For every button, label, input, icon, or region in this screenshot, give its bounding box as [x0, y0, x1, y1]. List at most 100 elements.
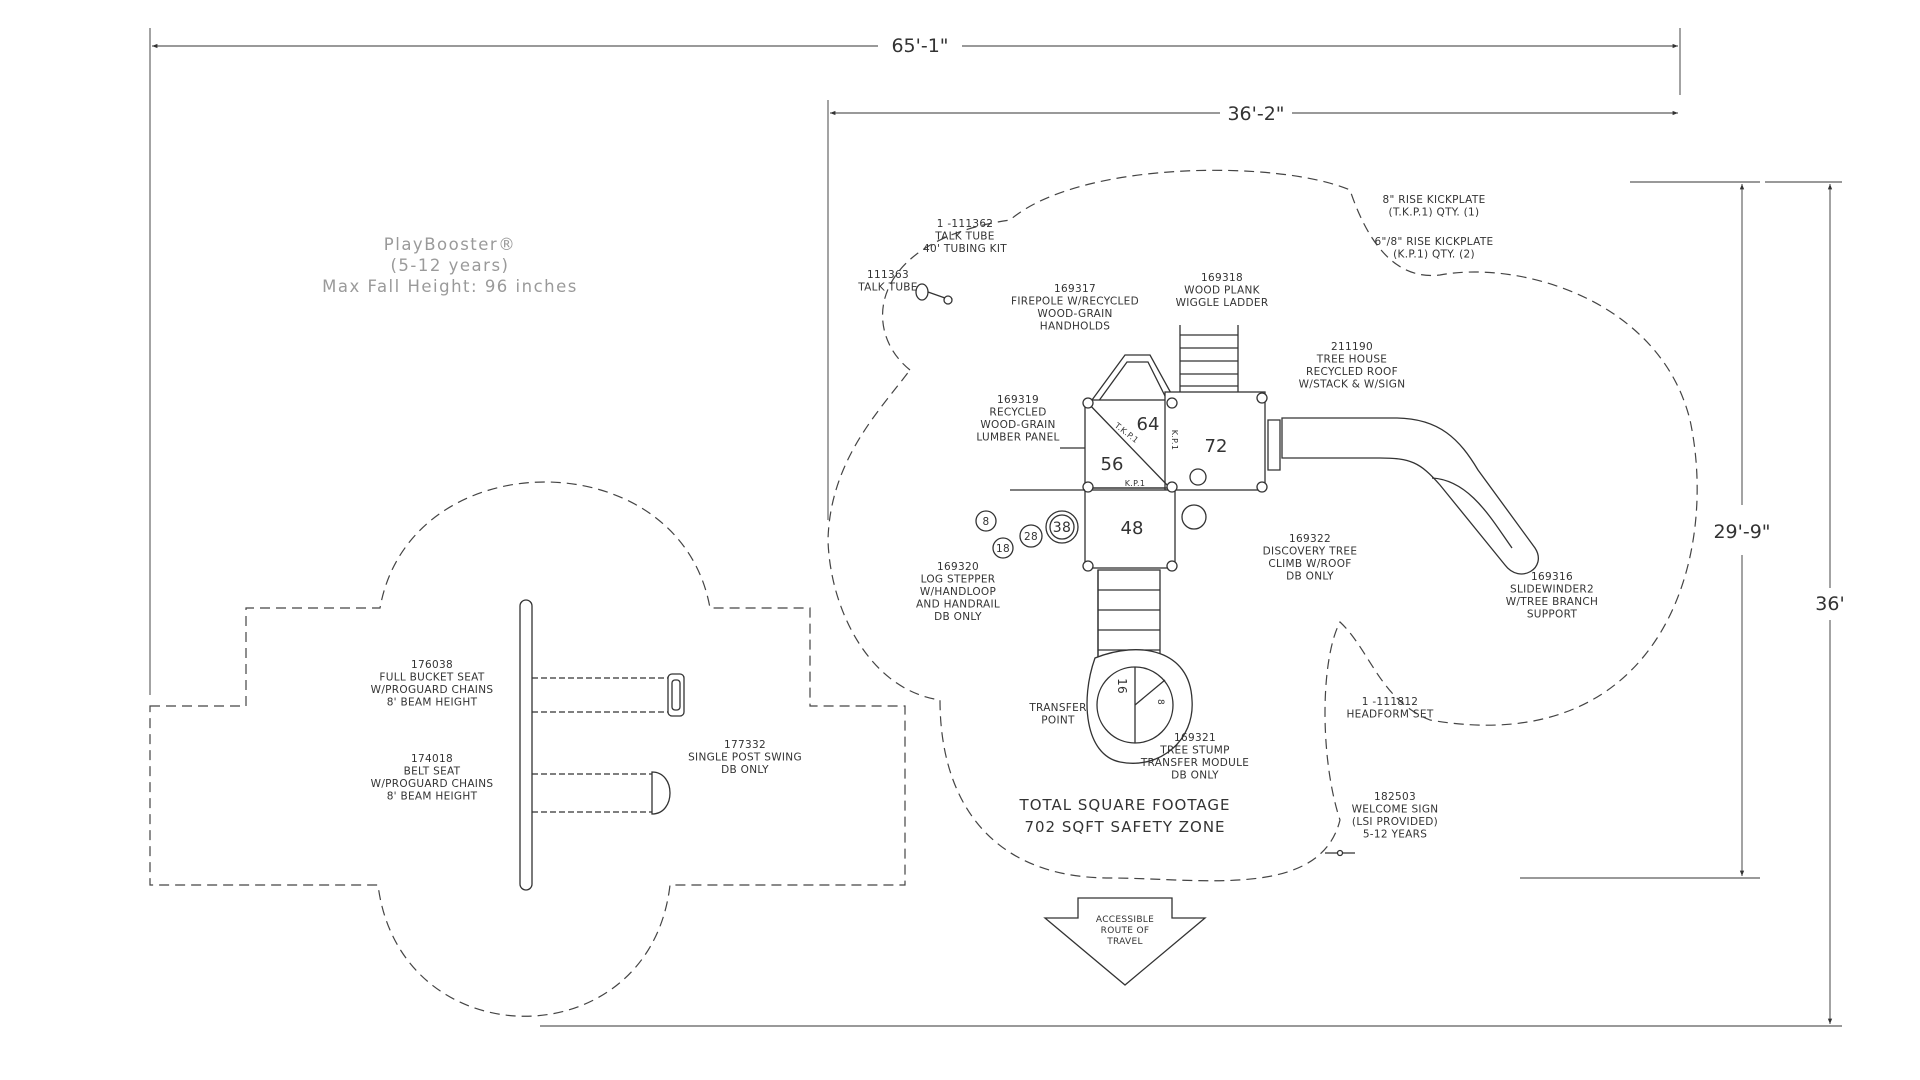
callout-line: TREE HOUSE [1316, 354, 1387, 366]
callout-line: 182503 [1374, 791, 1416, 803]
callout-line: HEADFORM SET [1346, 709, 1433, 721]
stump-8-label: 8 [1155, 699, 1165, 705]
callout-kickplate-6-8: 6"/8" RISE KICKPLATE(K.P.1) QTY. (2) [1375, 236, 1494, 261]
callout-line: W/PROGUARD CHAINS [371, 778, 494, 790]
transfer-steps [1097, 569, 1161, 666]
callout-line: (T.K.P.1) QTY. (1) [1389, 207, 1480, 219]
callout-line: HANDHOLDS [1040, 321, 1111, 333]
callout-line: DB ONLY [721, 764, 769, 776]
structure-depth-label: 29'-9" [1713, 521, 1770, 543]
total-square-footage: TOTAL SQUARE FOOTAGE [1019, 796, 1231, 814]
callout-line: 1 -111362 [937, 218, 994, 230]
single-post-swing [519, 599, 685, 891]
dimension-overall-depth: 36' [540, 181, 1845, 1027]
callout-line: W/STACK & W/SIGN [1299, 379, 1406, 391]
callout-line: 169316 [1531, 571, 1573, 583]
kickplate-label-side: K.P.1 [1170, 430, 1179, 451]
callout-line: FULL BUCKET SEAT [379, 672, 484, 684]
dimension-structure-width: 36'-2" [827, 100, 1678, 520]
overall-width-label: 65'-1" [891, 35, 948, 57]
callout-line: TALK TUBE [934, 231, 995, 243]
callout-line: 169319 [997, 394, 1039, 406]
tree-stump-module: 16 8 [1086, 649, 1193, 764]
callout-line: POINT [1041, 715, 1075, 727]
structure-width-label: 36'-2" [1227, 103, 1284, 125]
wiggle-ladder [1179, 325, 1239, 392]
callout-line: SLIDEWINDER2 [1510, 584, 1594, 596]
log-step-8: 8 [983, 516, 990, 528]
callout-line: WOOD PLANK [1184, 285, 1260, 297]
callout-line: DB ONLY [1286, 571, 1334, 583]
callout-kickplate-8: 8" RISE KICKPLATE(T.K.P.1) QTY. (1) [1382, 194, 1485, 219]
callout-line: WIGGLE LADDER [1176, 297, 1269, 309]
route-line-3: TRAVEL [1106, 937, 1143, 947]
callout-line: W/PROGUARD CHAINS [371, 684, 494, 696]
firepole [1091, 354, 1173, 401]
callout-line: DB ONLY [1171, 770, 1219, 782]
callout-line: AND HANDRAIL [916, 599, 1000, 611]
callout-line: WOOD-GRAIN [1037, 308, 1112, 320]
callout-line: FIREPOLE W/RECYCLED [1011, 296, 1139, 308]
deck-72 [1164, 391, 1266, 491]
callout-line: DISCOVERY TREE [1263, 546, 1358, 558]
route-line-2: ROUTE OF [1101, 926, 1150, 936]
callout-line: 5-12 YEARS [1363, 829, 1427, 841]
callout-line: W/HANDLOOP [920, 586, 996, 598]
log-step-18: 18 [996, 543, 1010, 555]
welcome-sign [1325, 849, 1355, 857]
callout-line: BELT SEAT [404, 766, 461, 778]
dimension-overall-width: 65'-1" [149, 28, 1681, 695]
structure-safety-zone [827, 169, 1698, 882]
callout-line: 169317 [1054, 283, 1096, 295]
overall-depth-label: 36' [1815, 593, 1844, 615]
callout-line: TRANSFER [1028, 702, 1086, 714]
bucket-seat [532, 673, 685, 717]
callout-line: 176038 [411, 659, 453, 671]
callout-line: LOG STEPPER [921, 574, 996, 586]
deck-48 [1084, 489, 1176, 569]
callout-line: 169322 [1289, 533, 1331, 545]
callout-line: TRANSFER MODULE [1140, 757, 1249, 769]
callout-line: 169320 [937, 561, 979, 573]
belt-seat [532, 771, 671, 815]
talk-tube [915, 283, 953, 305]
route-line-1: ACCESSIBLE [1096, 915, 1154, 925]
callout-line: SUPPORT [1527, 609, 1578, 621]
callout-line: 40' TUBING KIT [923, 243, 1007, 255]
slidewinder-slide [1267, 417, 1539, 575]
callout-line: 169321 [1174, 732, 1216, 744]
posts [1082, 392, 1268, 572]
callout-line: RECYCLED ROOF [1306, 366, 1398, 378]
callout-line: RECYCLED [989, 407, 1046, 419]
callout-line: 177332 [724, 739, 766, 751]
deck-64-label: 64 [1137, 414, 1160, 435]
brand-block: PlayBooster® (5-12 years) Max Fall Heigh… [322, 235, 576, 296]
callout-line: DB ONLY [934, 611, 982, 623]
callout-line: SINGLE POST SWING [688, 752, 802, 764]
callout-line: 1 -111812 [1362, 696, 1419, 708]
callout-line: 169318 [1201, 272, 1243, 284]
callout-line: LUMBER PANEL [976, 432, 1059, 444]
callout-line: TREE STUMP [1159, 745, 1229, 757]
callout-line: 111363 [867, 269, 909, 281]
callout-line: 8' BEAM HEIGHT [387, 697, 478, 709]
brand-name: PlayBooster® [384, 235, 516, 254]
dimension-structure-depth: 29'-9" [1520, 181, 1771, 879]
deck-56-label: 56 [1101, 454, 1124, 475]
